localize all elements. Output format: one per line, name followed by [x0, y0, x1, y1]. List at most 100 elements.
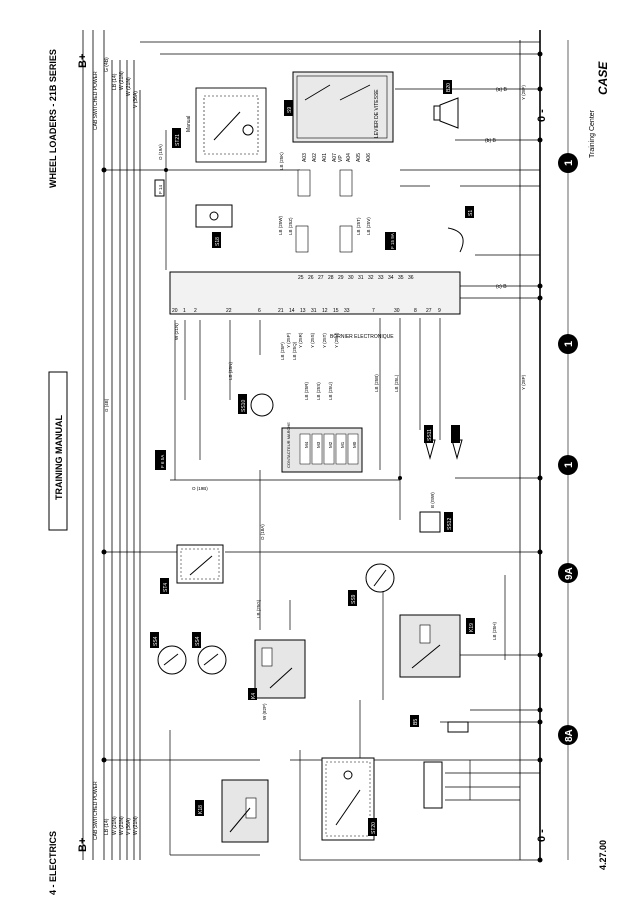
wire-label: LB (25G) — [256, 599, 261, 618]
bus-wire-label: W (21N) — [119, 71, 125, 90]
switch-st21: ST21 Manual — [172, 87, 267, 163]
bus-wire-label: W (21N) — [119, 816, 125, 835]
component-label: SS4 — [153, 636, 159, 646]
lever-pin: A05 — [356, 153, 362, 162]
module-pin: 29 — [338, 275, 344, 281]
module-pin: 27 — [426, 308, 432, 314]
component-tag — [466, 618, 475, 634]
component-label: SS12 — [447, 518, 453, 530]
bus-wire-label: LB (14) — [112, 73, 118, 90]
wire-label: Y (25S) — [310, 332, 315, 348]
module-pin: 30 — [348, 275, 354, 281]
module-pin: 34 — [388, 275, 394, 281]
component-tag — [172, 128, 181, 148]
grid-marker-label: 1 — [563, 462, 575, 468]
lever-pin: A04 — [346, 153, 352, 162]
component-label: SS4 — [195, 636, 201, 646]
component-tag — [238, 394, 247, 414]
connector-block — [295, 169, 353, 253]
module-pin: 15 — [333, 308, 339, 314]
wire-label: Y (25P) — [286, 332, 291, 348]
module-pin: 31 — [311, 308, 317, 314]
fuse-label: F 6 5A — [160, 455, 165, 468]
lever-pin: VP — [338, 155, 344, 162]
sensor-ss9: SS9 — [348, 563, 395, 606]
sensor-ss10: SS10 — [238, 393, 274, 417]
wire-label: O (19B) — [192, 486, 208, 491]
module-pin: 12 — [322, 308, 328, 314]
component-label: K4 — [251, 693, 257, 699]
module-pin: 32 — [368, 275, 374, 281]
selector-position: M1 — [340, 441, 345, 448]
sensor-ss12: SS12 — [419, 511, 453, 533]
module-pin: 1 — [183, 308, 186, 314]
module-pin: 33 — [378, 275, 384, 281]
component-label: S18 — [215, 237, 221, 246]
sensor-ss11: SS11 — [424, 425, 463, 460]
component-tag — [195, 800, 204, 816]
brand-logo: CASE — [596, 61, 610, 95]
module-pin: 13 — [300, 308, 306, 314]
component-label: SS10 — [241, 400, 247, 412]
component-tag — [348, 590, 357, 606]
wire-label: W (21N) — [174, 323, 179, 340]
fuse-label: F 15 9A — [390, 233, 395, 249]
power-bus — [82, 30, 141, 860]
component-label: K19 — [469, 623, 475, 632]
module-pin: 26 — [308, 275, 314, 281]
brand-sub: Training Center — [589, 109, 596, 158]
bus-cab-bottom: CAB SWITCHED POWER — [93, 781, 99, 840]
component-label: S9 — [287, 107, 293, 113]
bus-wire-label: W (21N) — [133, 816, 139, 835]
lever-pin: A07 — [332, 153, 338, 162]
module-pin: 28 — [328, 275, 334, 281]
module-pin: 21 — [278, 308, 284, 314]
wire-label: LB (25T) — [356, 217, 361, 235]
junctions — [101, 51, 543, 863]
module-pin: 14 — [289, 308, 295, 314]
wire-label: Y (25T) — [322, 333, 327, 348]
component-tag — [410, 715, 419, 727]
component-label: K18 — [198, 805, 204, 814]
selector-label: CONTACTEUR MARCHE — [286, 422, 291, 468]
bus-wire-label: V (36A) — [126, 818, 132, 835]
component-tag — [465, 206, 474, 218]
header-right: WHEEL LOADERS - 21B SERIES — [48, 49, 58, 188]
bus-wire-label: G (4B) — [104, 57, 110, 72]
ground-label: (b) B — [485, 138, 497, 144]
wire-label: LB (25H) — [492, 621, 497, 640]
component-tag — [212, 232, 221, 248]
wire-label: LB (25Z) — [288, 217, 293, 235]
module-pin: 35 — [398, 275, 404, 281]
grid-marker — [558, 563, 578, 583]
lever-pin: A01 — [322, 153, 328, 162]
wires-vertical — [165, 130, 506, 860]
selector-position: M0 — [352, 441, 357, 448]
lever-box-label: LEVIER DE VITESSE — [374, 89, 380, 138]
bus-wire-label: V (36A) — [133, 91, 139, 108]
grid-marker — [558, 153, 578, 173]
connector-right — [423, 761, 443, 809]
component-label: ST4 — [163, 583, 169, 592]
lever-pin: A06 — [366, 153, 372, 162]
wire-label: Y (25U) — [334, 332, 339, 348]
gear-lever-box: LEVIER DE VITESSE S9 — [284, 71, 394, 143]
grid-marker — [558, 725, 578, 745]
bus-wire-label: W (21N) — [112, 816, 118, 835]
bus-bplus-top: B+ — [77, 54, 89, 68]
wire-label: B (ISW) — [430, 492, 435, 508]
module-pin: 6 — [258, 308, 261, 314]
module-pin: 7 — [372, 308, 375, 314]
component-label: ST21 — [175, 134, 181, 146]
wires — [104, 41, 540, 861]
page-number: 4.27.00 — [598, 840, 608, 870]
wire-label: LB (25Q) — [292, 341, 297, 360]
module-pin: 22 — [226, 308, 232, 314]
component-tag — [368, 818, 377, 836]
selector-switch: CONTACTEUR MARCHE M4 M3 M2 M1 M0 — [281, 422, 363, 473]
grid-marker-label: 1 — [563, 160, 575, 166]
wire-label: LB (25L) — [394, 374, 399, 392]
relay-k4: K4 — [248, 639, 306, 700]
grid-marker-label: 9A — [564, 567, 575, 580]
